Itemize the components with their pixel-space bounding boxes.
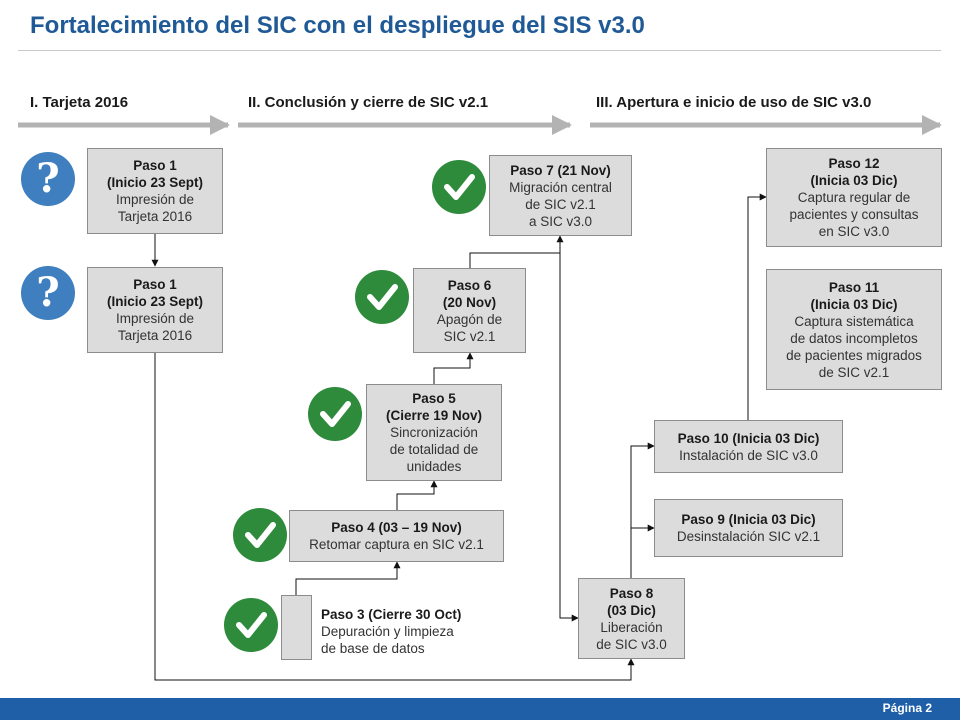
step-4-head: Paso 4 (03 – 19 Nov): [331, 520, 462, 535]
step-3-line: de base de datos: [321, 641, 425, 656]
page-number: Página 2: [882, 701, 932, 715]
step-10-card: Paso 10 (Inicia 03 Dic) Instalación de S…: [654, 420, 843, 473]
checkmark-icon: [233, 508, 287, 562]
step-11-line: de datos incompletos: [790, 330, 918, 346]
page-title: Fortalecimiento del SIC con el despliegu…: [30, 12, 645, 39]
step-10-line: Instalación de SIC v3.0: [679, 447, 818, 463]
step-5-line: de totalidad de: [389, 442, 479, 457]
step-12-head: Paso 12: [828, 156, 880, 171]
step-1-card-repeat: Paso 1 (Inicio 23 Sept) Impresión de Tar…: [87, 267, 223, 353]
checkmark-icon: [224, 598, 278, 652]
step-8-head: Paso 8: [609, 585, 654, 601]
step-6-card: Paso 6 (20 Nov) Apagón de SIC v2.1: [413, 268, 526, 353]
checkmark-icon: [432, 160, 486, 214]
connector-s3-s4: [295, 561, 401, 595]
step-7-head: Paso 7 (21 Nov): [510, 162, 611, 178]
step-8-card: Paso 8 (03 Dic) Liberación de SIC v3.0: [578, 578, 685, 659]
step-4-card: Paso 4 (03 – 19 Nov) Retomar captura en …: [289, 510, 504, 562]
connector-s10-s12: [747, 193, 767, 420]
step-12-card: Paso 12 (Inicia 03 Dic) Captura regular …: [766, 148, 942, 247]
step-3-marker: [281, 595, 312, 660]
step-1-date: (Inicio 23 Sept): [106, 294, 204, 309]
step-11-head: Paso 11: [828, 279, 880, 295]
step-9-line: Desinstalación SIC v2.1: [676, 529, 821, 544]
step-11-line: Captura sistemática: [794, 313, 914, 329]
checkmark-icon: [308, 387, 362, 441]
step-7-line: a SIC v3.0: [528, 213, 593, 229]
step-6-head: Paso 6: [447, 277, 492, 293]
connector-s1b-s8: [154, 353, 635, 681]
step-5-card: Paso 5 (Cierre 19 Nov) Sincronización de…: [366, 384, 502, 481]
step-1-date: (Inicio 23 Sept): [106, 175, 204, 190]
connector-s6-s7: [469, 235, 564, 268]
step-1-card: Paso 1 (Inicio 23 Sept) Impresión de Tar…: [87, 148, 223, 234]
footer-bar: Página 2: [0, 698, 960, 720]
step-5-date: (Cierre 19 Nov): [385, 408, 483, 423]
connector-s5-s6: [433, 352, 474, 384]
step-5-head: Paso 5: [412, 391, 456, 406]
step-5-line: Sincronización: [390, 425, 478, 440]
step-5-line: unidades: [406, 459, 462, 474]
step-11-date: (Inicia 03 Dic): [810, 296, 898, 312]
step-1-head: Paso 1: [133, 158, 177, 173]
question-mark-icon: ?: [21, 266, 75, 320]
step-1-line: Impresión de: [115, 311, 195, 326]
step-12-line: en SIC v3.0: [818, 224, 890, 239]
title-divider: [18, 50, 941, 51]
step-9-head: Paso 9 (Inicia 03 Dic): [681, 512, 816, 527]
step-12-line: Captura regular de: [797, 190, 911, 205]
step-10-head: Paso 10 (Inicia 03 Dic): [677, 430, 820, 446]
step-12-line: pacientes y consultas: [789, 207, 919, 222]
connector-s7-s8: [559, 236, 579, 622]
step-1-line: Impresión de: [115, 192, 195, 207]
step-8-line: de SIC v3.0: [596, 636, 667, 652]
step-11-card: Paso 11 (Inicia 03 Dic) Captura sistemát…: [766, 269, 942, 390]
phase-3-label: III. Apertura e inicio de uso de SIC v3.…: [596, 94, 872, 111]
step-4-line: Retomar captura en SIC v2.1: [309, 537, 484, 552]
step-11-line: de SIC v2.1: [818, 364, 890, 380]
step-3-line: Depuración y limpieza: [321, 624, 454, 639]
step-8-line: Liberación: [600, 619, 663, 635]
step-7-card: Paso 7 (21 Nov) Migración central de SIC…: [489, 155, 632, 236]
question-mark-icon: ?: [21, 152, 75, 206]
step-3-card: Paso 3 (Cierre 30 Oct) Depuración y limp…: [321, 606, 521, 657]
step-6-line: SIC v2.1: [443, 328, 496, 344]
step-6-date: (20 Nov): [442, 294, 497, 310]
step-1-line: Tarjeta 2016: [117, 328, 193, 343]
checkmark-icon: [355, 270, 409, 324]
step-6-line: Apagón de: [436, 311, 503, 327]
step-8-date: (03 Dic): [607, 602, 656, 618]
step-1-line: Tarjeta 2016: [117, 209, 193, 224]
step-11-line: de pacientes migrados: [786, 347, 922, 363]
phase-2-label: II. Conclusión y cierre de SIC v2.1: [248, 94, 489, 111]
step-3-head: Paso 3 (Cierre 30 Oct): [321, 607, 462, 622]
phase-1-label: I. Tarjeta 2016: [30, 94, 129, 111]
step-9-card: Paso 9 (Inicia 03 Dic) Desinstalación SI…: [654, 499, 843, 557]
step-1-head: Paso 1: [133, 277, 177, 292]
step-7-line: de SIC v2.1: [525, 196, 596, 212]
connector-s4-s5: [396, 480, 438, 510]
step-12-date: (Inicia 03 Dic): [810, 173, 898, 188]
step-7-line: Migración central: [509, 179, 612, 195]
connector-s8-s10: [630, 442, 655, 578]
